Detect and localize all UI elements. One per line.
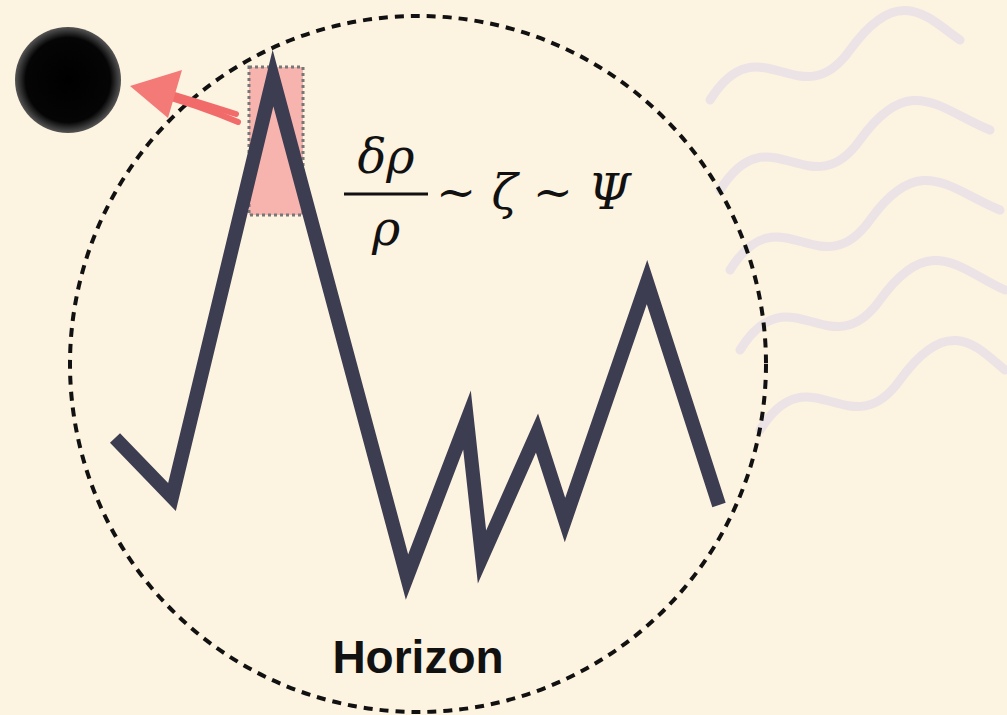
equivalence-formula: ~ ζ ~ Ψ (436, 168, 630, 216)
horizon-circle (70, 16, 766, 712)
wave-lines (710, 10, 1005, 430)
black-hole (15, 27, 121, 133)
arrow-head (130, 70, 182, 118)
density-fluctuation (115, 78, 719, 577)
horizon-label: Horizon (332, 634, 503, 680)
fraction-numerator: δρ (357, 132, 414, 180)
fraction-bar (344, 193, 428, 196)
fraction-denominator: ρ (372, 204, 400, 252)
